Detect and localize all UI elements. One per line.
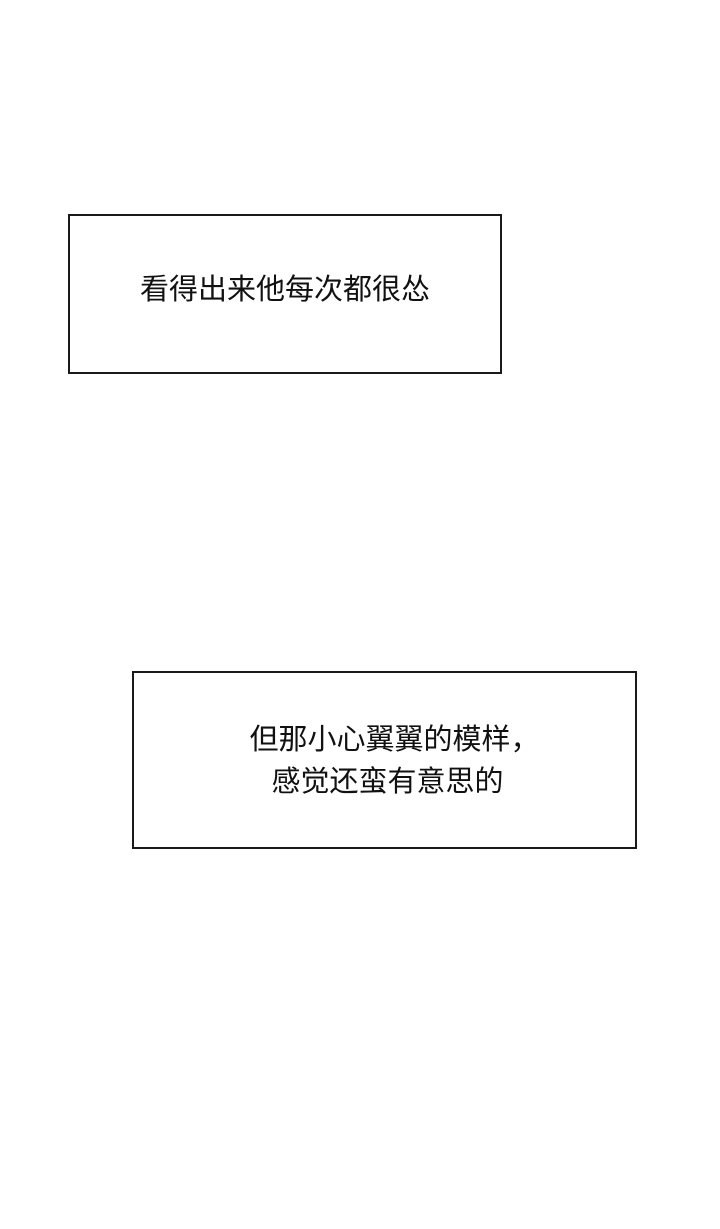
caption-box-1: 看得出来他每次都很怂 xyxy=(68,214,502,374)
caption-text-line-2: 感觉还蛮有意思的 xyxy=(271,764,504,798)
caption-text: 看得出来他每次都很怂 xyxy=(139,271,430,306)
caption-box-2: 但那小心翼翼的模样， 感觉还蛮有意思的 xyxy=(132,671,637,849)
caption-text-line-1: 但那小心翼翼的模样， xyxy=(249,721,540,756)
